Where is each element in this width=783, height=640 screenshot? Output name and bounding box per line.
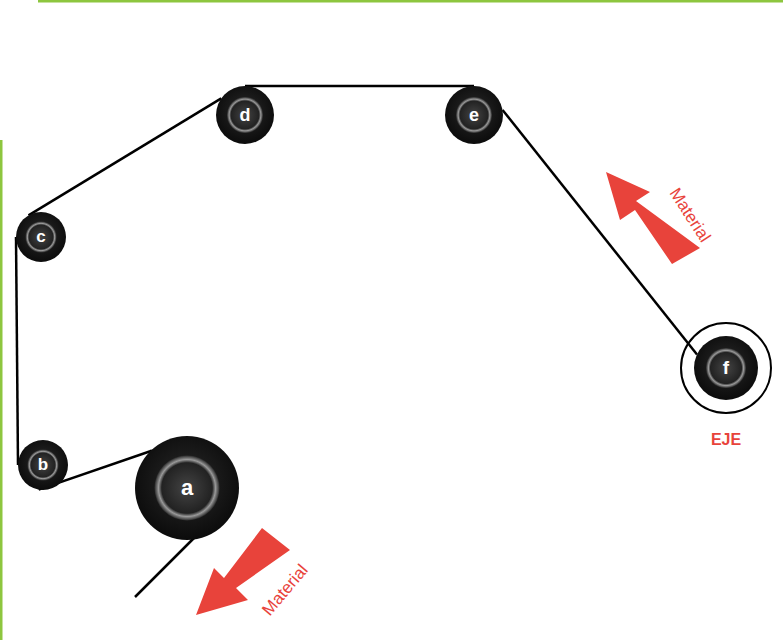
roller: a: [135, 436, 239, 540]
material-strip: [503, 110, 697, 355]
material-strip: [29, 98, 222, 215]
roller-letter: f: [723, 358, 729, 377]
roller-letter: a: [181, 477, 193, 499]
roller-letter: b: [38, 456, 48, 473]
roller: f: [694, 336, 758, 400]
roller: c: [16, 212, 66, 262]
roller-letter: c: [36, 228, 45, 245]
frame-line: [38, 0, 783, 3]
roller: b: [18, 440, 68, 490]
material-strip: [245, 85, 474, 88]
frame-line: [0, 140, 3, 640]
material-strip: [16, 237, 18, 465]
roller-letter: e: [469, 106, 479, 124]
roller: e: [445, 86, 503, 144]
axis-ring: [681, 323, 771, 413]
roller-letter: d: [240, 106, 251, 124]
roller: d: [216, 86, 274, 144]
material-strip: [135, 536, 196, 597]
axis-label: EJE: [711, 432, 741, 448]
direction-label: Material: [259, 561, 311, 618]
